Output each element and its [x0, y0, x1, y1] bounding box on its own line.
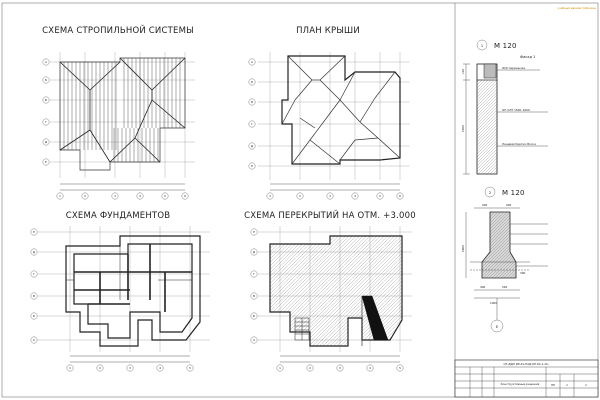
- axis-row-label: А: [251, 60, 253, 64]
- node-2-scale: М 120: [502, 189, 525, 197]
- axis-col-label: 1: [279, 366, 281, 370]
- axis-col-label: 6: [399, 194, 401, 198]
- corner-stamp: учебный вариант/образец: [557, 6, 596, 10]
- axis-row-label: Б: [251, 80, 253, 84]
- axis-col-label: 6: [184, 194, 186, 198]
- node-1-dim-b: 1500: [461, 125, 465, 132]
- node-1-facade: Фасад 1: [520, 55, 535, 59]
- node-1-callout-3: Лицевая Кирпич Воска: [502, 142, 536, 146]
- title-block-sheet-name: Конструктивные решения: [501, 382, 540, 386]
- title-block-sheets: 1: [585, 383, 587, 387]
- axis-row-label: Д: [251, 144, 254, 148]
- node-2-dim-top-2: 200: [506, 203, 512, 207]
- axis-col-label: 4: [139, 194, 141, 198]
- axis-row-label: Е: [45, 160, 47, 164]
- foundation-plan: 1 2 3 4 5 Е Д Г В Б А: [30, 226, 210, 372]
- axis-row-label: Е: [251, 164, 253, 168]
- axis-row-label: В: [45, 98, 47, 102]
- node-2-dim-bottom-2: 540: [502, 285, 508, 289]
- axis-col-label: 2: [99, 366, 101, 370]
- rafters-title: СХЕМА СТРОПИЛЬНОЙ СИСТЕМЫ: [42, 24, 194, 36]
- axis-row-label: Д: [253, 250, 256, 254]
- axis-col-label: 4: [159, 366, 161, 370]
- axis-col-label: 3: [129, 366, 131, 370]
- axis-col-label: 5: [164, 194, 166, 198]
- axis-col-label: 3: [329, 194, 331, 198]
- node-1-scale: М 120: [494, 42, 517, 50]
- axis-row-label: А: [33, 338, 35, 342]
- axis-row-label: Д: [45, 140, 48, 144]
- node-1-detail: 1 М 120 Фасад 1 Ж/б перемычка ОП ОЛТ 150…: [461, 39, 548, 175]
- node-1-dim-a: 220: [461, 68, 465, 74]
- slab-plan: 1 2 3 4 5 Е Д Г В Б А: [250, 226, 412, 372]
- axis-row-label: В: [251, 100, 253, 104]
- axis-row-label: А: [253, 338, 255, 342]
- axis-row-label: Е: [33, 230, 35, 234]
- node-2-dim-total: 1000: [490, 301, 497, 305]
- axis-col-label: 2: [299, 194, 301, 198]
- axis-col-label: 2: [84, 194, 86, 198]
- axis-row-label: Г: [33, 272, 35, 276]
- node-2-detail: 2 М 120 200 200 1800 300 400 540 1000 Е: [461, 186, 548, 333]
- node-2-dim-base: 300: [520, 271, 526, 275]
- rafters-plan: 1 2 3 4 5 6 А Б В Г Д Е: [42, 52, 195, 200]
- node-2-number: 2: [489, 191, 491, 195]
- axis-row-label: В: [253, 294, 255, 298]
- node-2-dim-top-1: 200: [482, 203, 488, 207]
- node-1-number: 1: [481, 44, 483, 48]
- title-block-code: ОТ-ДДЛ ИР-22-НАД-КР.КС-1-АС: [503, 362, 548, 366]
- axis-col-label: 5: [399, 366, 401, 370]
- node-1-callout-2: ОП ОЛТ 1500–1600: [502, 108, 530, 112]
- axis-row-label: Г: [251, 122, 253, 126]
- title-block: ОТ-ДДЛ ИР-22-НАД-КР.КС-1-АС Конструктивн…: [454, 359, 599, 398]
- title-block-sheet-no: 1: [566, 383, 568, 387]
- axis-col-label: 1: [269, 194, 271, 198]
- roof-plan-title: ПЛАН КРЫШИ: [296, 26, 360, 36]
- axis-col-label: 3: [114, 194, 116, 198]
- title-block-stage: ПР: [551, 383, 555, 387]
- axis-col-label: 3: [339, 366, 341, 370]
- node-2-dim-bottom-1: 400: [480, 285, 486, 289]
- axis-row-label: Б: [45, 78, 47, 82]
- axis-col-label: 5: [189, 366, 191, 370]
- axis-col-label: 4: [354, 194, 356, 198]
- node-2-axis: Е: [496, 325, 499, 329]
- axis-col-label: 5: [379, 194, 381, 198]
- axis-row-label: Г: [45, 120, 47, 124]
- axis-row-label: Б: [253, 314, 255, 318]
- axis-row-label: Е: [253, 230, 255, 234]
- axis-row-label: Б: [33, 314, 35, 318]
- slab-title: СХЕМА ПЕРЕКРЫТИЙ НА ОТМ. +3.000: [244, 209, 416, 221]
- axis-col-label: 2: [309, 366, 311, 370]
- axis-col-label: 4: [369, 366, 371, 370]
- axis-row-label: А: [45, 60, 47, 64]
- foundation-title: СХЕМА ФУНДАМЕНТОВ: [66, 211, 171, 221]
- axis-row-label: В: [33, 294, 35, 298]
- axis-col-label: 1: [59, 194, 61, 198]
- roof-plan: 1 2 3 4 5 6 А Б В Г Д Е: [248, 52, 410, 200]
- node-1-callout-1: Ж/б перемычка: [502, 66, 525, 70]
- axis-row-label: Д: [33, 250, 36, 254]
- axis-row-label: Г: [253, 272, 255, 276]
- axis-col-label: 1: [69, 366, 71, 370]
- node-2-dim-height: 1800: [461, 245, 465, 252]
